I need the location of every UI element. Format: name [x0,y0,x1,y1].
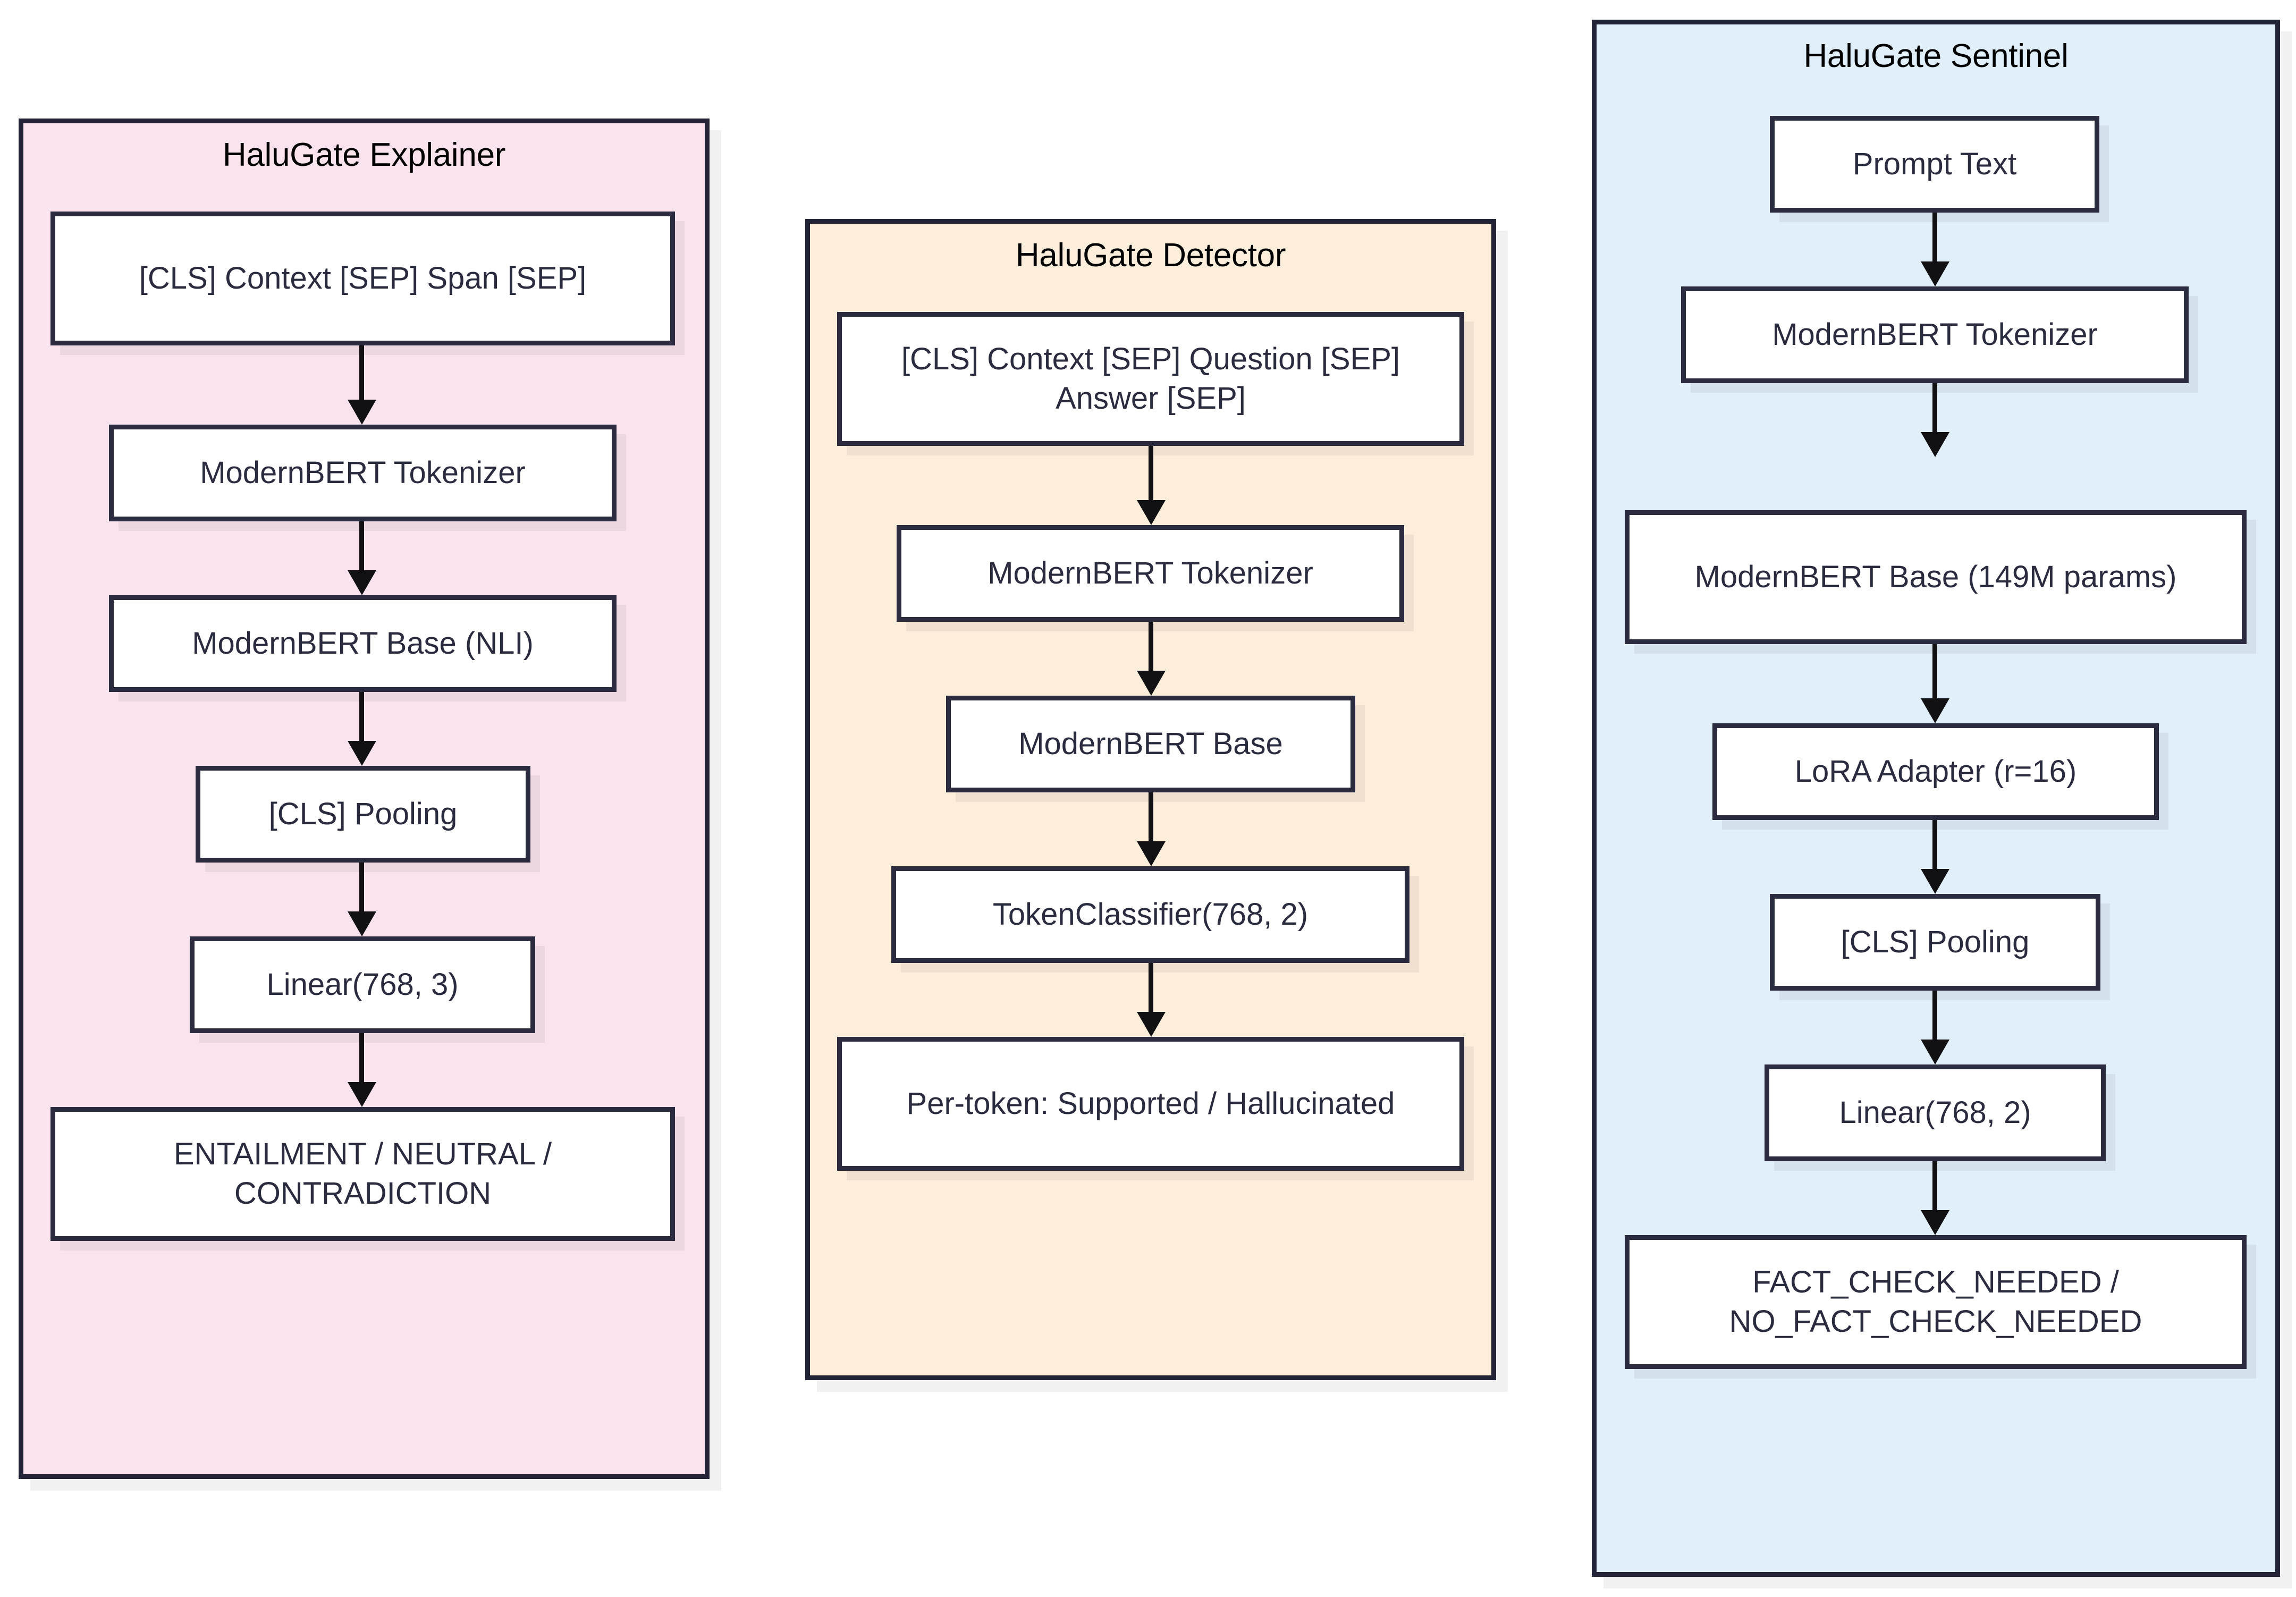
edge-explainer-1 [359,345,364,404]
node-label: ModernBERT Base (NLI) [192,626,534,661]
node-sentinel-linear: Linear(768, 2) [1765,1064,2106,1161]
edge-detector-3 [1149,792,1153,846]
arrowhead-sentinel-5 [1921,1040,1949,1064]
node-label: [CLS] Context [SEP] Span [SEP] [139,260,587,295]
node-label: TokenClassifier(768, 2) [992,897,1309,932]
node-label: [CLS] Pooling [1841,924,2030,959]
edge-sentinel-5 [1932,991,1937,1044]
node-label: ModernBERT Base [1018,726,1283,761]
node-label: ModernBERT Tokenizer [1772,317,2098,352]
node-detector-tokenizer: ModernBERT Tokenizer [897,525,1404,622]
node-label: FACT_CHECK_NEEDED / NO_FACT_CHECK_NEEDED [1729,1264,2142,1339]
edge-detector-1 [1149,446,1153,504]
node-sentinel-input: Prompt Text [1770,116,2099,213]
arrowhead-detector-4 [1137,1012,1166,1037]
arrowhead-detector-2 [1137,671,1166,696]
subgraph-title-detector: HaluGate Detector [1015,237,1286,274]
edge-sentinel-3 [1932,644,1937,703]
edge-sentinel-4 [1932,820,1937,873]
node-sentinel-output: FACT_CHECK_NEEDED / NO_FACT_CHECK_NEEDED [1625,1235,2247,1369]
edge-explainer-5 [359,1033,364,1086]
node-label: ModernBERT Tokenizer [987,555,1313,590]
node-label: LoRA Adapter (r=16) [1794,754,2077,789]
node-explainer-input: [CLS] Context [SEP] Span [SEP] [50,212,675,345]
edge-detector-4 [1149,963,1153,1016]
node-label: ModernBERT Base (149M params) [1694,559,2177,594]
node-label: ENTAILMENT / NEUTRAL / CONTRADICTION [173,1136,552,1211]
edge-sentinel-6 [1932,1161,1937,1214]
node-explainer-pooling: [CLS] Pooling [196,766,530,863]
arrowhead-detector-1 [1137,500,1166,525]
edge-sentinel-1 [1932,213,1937,266]
node-detector-output: Per-token: Supported / Hallucinated [837,1037,1464,1171]
node-label: Linear(768, 2) [1839,1095,2031,1130]
node-label: ModernBERT Tokenizer [200,455,526,490]
edge-explainer-4 [359,863,364,916]
arrowhead-explainer-1 [348,400,376,425]
edge-detector-2 [1149,622,1153,675]
node-detector-input: [CLS] Context [SEP] Question [SEP] Answe… [837,312,1464,446]
subgraph-title-explainer: HaluGate Explainer [222,137,506,173]
node-label: Linear(768, 3) [266,967,459,1002]
edge-sentinel-2 [1932,383,1937,436]
edge-explainer-3 [359,692,364,745]
node-explainer-output: ENTAILMENT / NEUTRAL / CONTRADICTION [50,1107,675,1241]
arrowhead-explainer-2 [348,570,376,595]
node-sentinel-tokenizer: ModernBERT Tokenizer [1681,286,2189,383]
node-explainer-linear: Linear(768, 3) [190,936,535,1033]
arrowhead-explainer-4 [348,911,376,936]
node-label: Per-token: Supported / Hallucinated [906,1086,1395,1121]
arrowhead-explainer-5 [348,1082,376,1107]
node-explainer-base: ModernBERT Base (NLI) [109,595,617,692]
arrowhead-explainer-3 [348,741,376,766]
node-sentinel-base: ModernBERT Base (149M params) [1625,510,2247,644]
edge-explainer-2 [359,521,364,574]
node-explainer-tokenizer: ModernBERT Tokenizer [109,425,617,521]
subgraph-title-sentinel: HaluGate Sentinel [1803,38,2069,74]
node-label: [CLS] Context [SEP] Question [SEP] Answe… [901,341,1400,416]
arrowhead-detector-3 [1137,841,1166,866]
arrowhead-sentinel-2 [1921,432,1949,457]
arrowhead-sentinel-4 [1921,869,1949,894]
node-sentinel-pooling: [CLS] Pooling [1770,894,2100,991]
arrowhead-sentinel-1 [1921,261,1949,286]
arrowhead-sentinel-6 [1921,1210,1949,1235]
node-sentinel-lora: LoRA Adapter (r=16) [1712,723,2159,820]
node-label: Prompt Text [1852,146,2017,181]
node-label: [CLS] Pooling [268,796,458,831]
node-detector-classifier: TokenClassifier(768, 2) [891,866,1409,963]
node-detector-base: ModernBERT Base [946,696,1355,792]
arrowhead-sentinel-3 [1921,698,1949,723]
